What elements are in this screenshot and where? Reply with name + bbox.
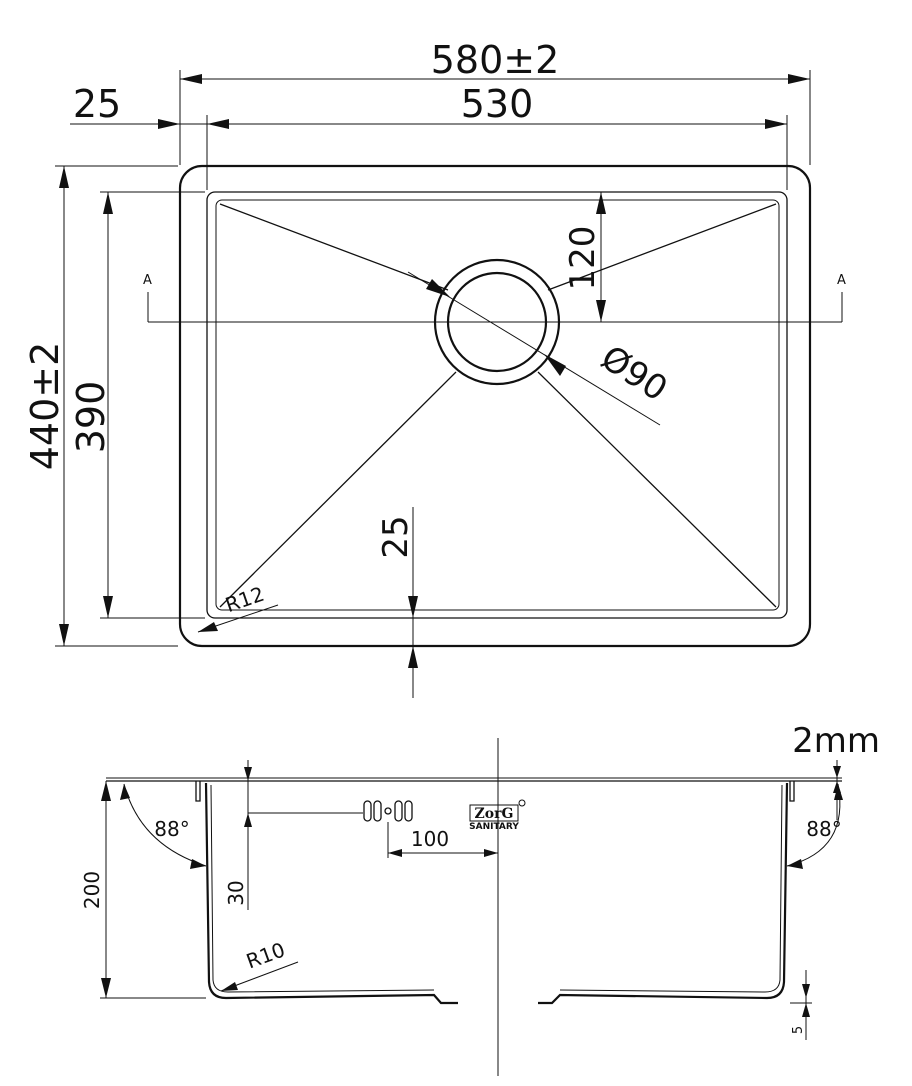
section-mark-left: A bbox=[143, 273, 152, 288]
sink-outer-outline bbox=[178, 164, 812, 648]
bowl-profile bbox=[204, 782, 458, 1005]
dimension-inner-width: 530 bbox=[461, 82, 534, 126]
brand-logo: ZorG SANITARY bbox=[469, 799, 526, 832]
angle-left: 88° bbox=[154, 817, 189, 841]
top-view: A A 580±2 530 25 440±2 390 bbox=[23, 38, 846, 698]
svg-text:ZorG: ZorG bbox=[475, 806, 514, 822]
sink-bowl-bottom bbox=[215, 199, 780, 611]
dimension-thickness: 2mm bbox=[792, 721, 880, 761]
dimension-overall-depth: 440±2 bbox=[23, 342, 67, 471]
svg-text:SANITARY: SANITARY bbox=[469, 822, 519, 832]
dimension-drain-offset: 120 bbox=[563, 226, 603, 291]
slope-line bbox=[219, 371, 457, 608]
dimension-overall-width: 580±2 bbox=[431, 38, 560, 82]
slope-line bbox=[219, 203, 449, 291]
dimension-overflow-height: 30 bbox=[224, 880, 248, 905]
dimension-flange-offset: 25 bbox=[73, 82, 121, 126]
leader-drain-diameter bbox=[407, 271, 661, 426]
angle-right: 88° bbox=[806, 817, 841, 841]
dimension-overflow-offset: 100 bbox=[411, 827, 449, 851]
dimension-height: 200 bbox=[80, 871, 104, 909]
sink-inner-outline bbox=[206, 191, 788, 619]
dimension-drain-diameter: Ø90 bbox=[594, 338, 675, 410]
dimension-bottom-margin: 25 bbox=[376, 515, 416, 558]
dimension-bottom-gap: 5 bbox=[791, 1026, 806, 1034]
dimension-corner-radius: R12 bbox=[222, 582, 267, 618]
side-view: 2mm 88° 88° 200 30 bbox=[80, 721, 880, 1076]
overflow-holes bbox=[363, 800, 413, 822]
dimension-inner-depth: 390 bbox=[69, 381, 113, 454]
slope-line bbox=[547, 203, 777, 291]
slope-line bbox=[537, 371, 777, 608]
section-mark-right: A bbox=[837, 273, 846, 288]
